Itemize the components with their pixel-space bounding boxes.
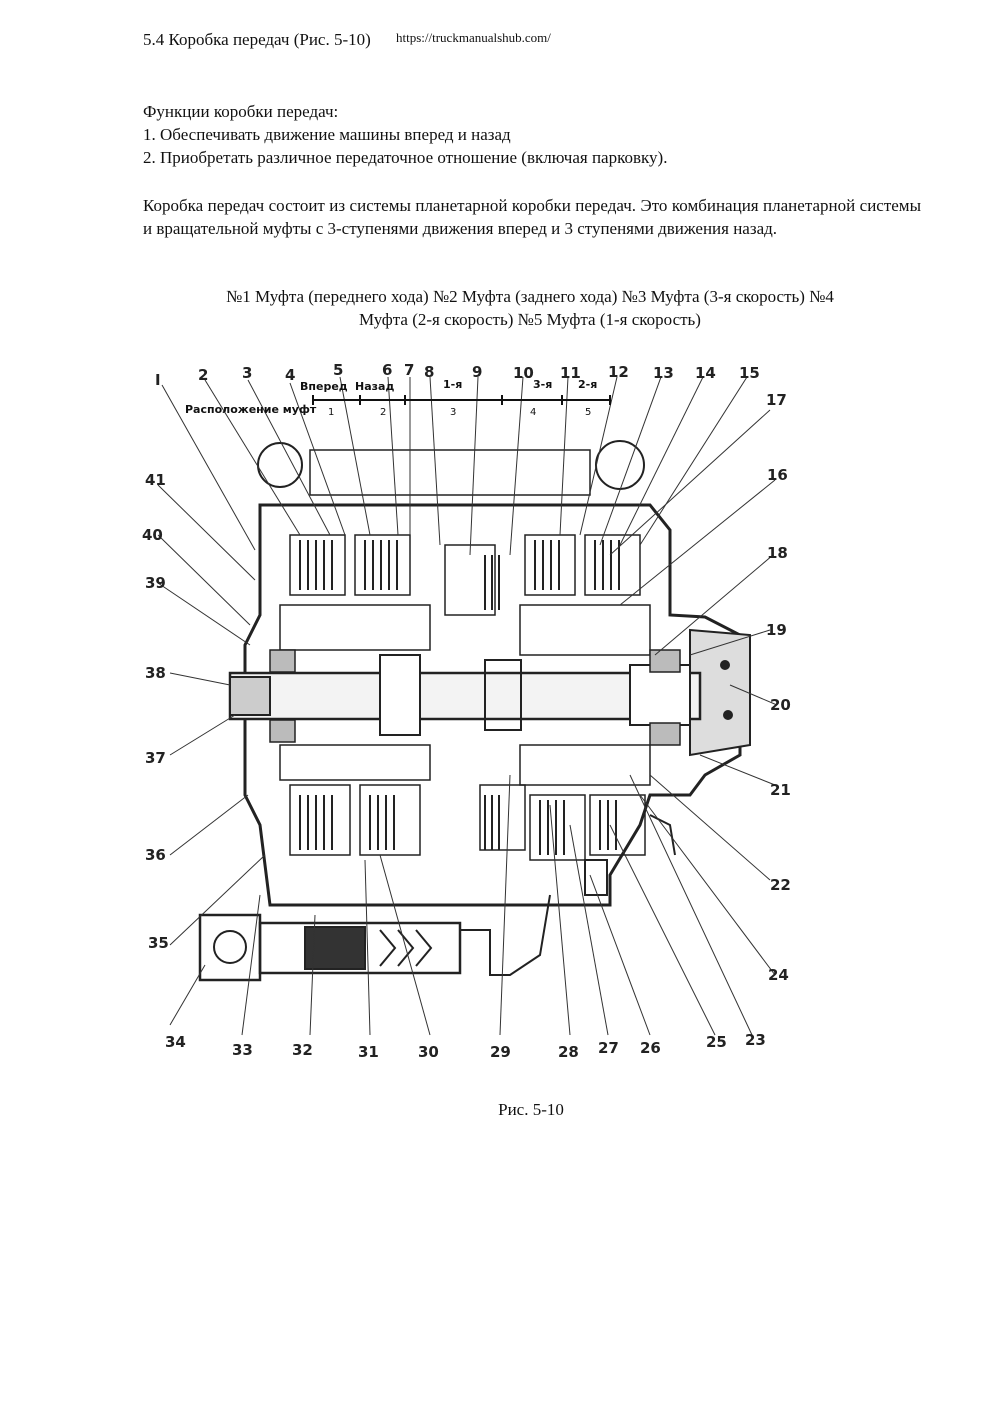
transmission-cross-section-figure: Расположение муфт Вперед Назад 1-я 3-я 2… <box>142 361 791 1061</box>
clutch-location-label: Расположение муфт <box>185 403 317 416</box>
part-label: 9 <box>472 363 482 381</box>
part-label: 12 <box>608 363 629 381</box>
part-label: 21 <box>770 781 791 799</box>
part-label: 37 <box>145 749 166 767</box>
part-label: 31 <box>358 1043 379 1061</box>
part-label: 16 <box>767 466 788 484</box>
second-gear-label: 2-я <box>578 378 597 391</box>
function-item-1: 1. Обеспечивать движение машины вперед и… <box>143 125 511 144</box>
figure-caption: Рис. 5-10 <box>498 1100 564 1119</box>
clutch-number: 2 <box>380 407 386 418</box>
part-label: 20 <box>770 696 791 714</box>
part-label: 35 <box>148 934 169 952</box>
part-label: 26 <box>640 1039 661 1057</box>
function-item-2: 2. Приобретать различное передаточное от… <box>143 148 668 167</box>
part-label: 22 <box>770 876 791 894</box>
part-label: 40 <box>142 526 163 544</box>
part-label: 38 <box>145 664 166 682</box>
part-label: 33 <box>232 1041 253 1059</box>
part-label: 32 <box>292 1041 313 1059</box>
part-label: 15 <box>739 364 760 382</box>
part-label: 5 <box>333 361 343 379</box>
part-label: I <box>155 371 161 389</box>
part-label: 14 <box>695 364 716 382</box>
part-label: 3 <box>242 364 252 382</box>
part-label: 19 <box>766 621 787 639</box>
part-label: 18 <box>767 544 788 562</box>
clutch-number: 4 <box>530 407 536 418</box>
part-label: 6 <box>382 361 392 379</box>
source-url[interactable]: https://truckmanualshub.com/ <box>396 30 551 45</box>
part-label: 2 <box>198 366 208 384</box>
part-label: 28 <box>558 1043 579 1061</box>
functions-title: Функции коробки передач: <box>143 102 339 121</box>
part-label: 24 <box>768 966 789 984</box>
first-gear-label: 1-я <box>443 378 462 391</box>
part-label: 13 <box>653 364 674 382</box>
part-label: 29 <box>490 1043 511 1061</box>
reverse-label: Назад <box>355 380 394 393</box>
part-label: 8 <box>424 363 434 381</box>
part-label: 30 <box>418 1043 439 1061</box>
clutch-legend-line-2: Муфта (2-я скорость) №5 Муфта (1-я скоро… <box>359 310 701 329</box>
part-label: 23 <box>745 1031 766 1049</box>
part-label: 4 <box>285 366 295 384</box>
part-label: 27 <box>598 1039 619 1057</box>
part-label: 25 <box>706 1033 727 1051</box>
third-gear-label: 3-я <box>533 378 552 391</box>
clutch-number: 5 <box>585 407 591 418</box>
clutch-legend-line-1: №1 Муфта (переднего хода) №2 Муфта (задн… <box>226 287 834 306</box>
description-paragraph: Коробка передач состоит из системы плане… <box>143 196 921 238</box>
part-label: 36 <box>145 846 166 864</box>
part-label: 34 <box>165 1033 186 1051</box>
clutch-number: 1 <box>328 407 334 418</box>
part-label: 41 <box>145 471 166 489</box>
clutch-number: 3 <box>450 407 456 418</box>
part-label: 39 <box>145 574 166 592</box>
part-label: 11 <box>560 364 581 382</box>
part-label: 10 <box>513 364 534 382</box>
part-label: 7 <box>404 361 414 379</box>
part-label: 17 <box>766 391 787 409</box>
section-title: 5.4 Коробка передач (Рис. 5-10) <box>143 30 371 49</box>
forward-label: Вперед <box>300 380 348 393</box>
